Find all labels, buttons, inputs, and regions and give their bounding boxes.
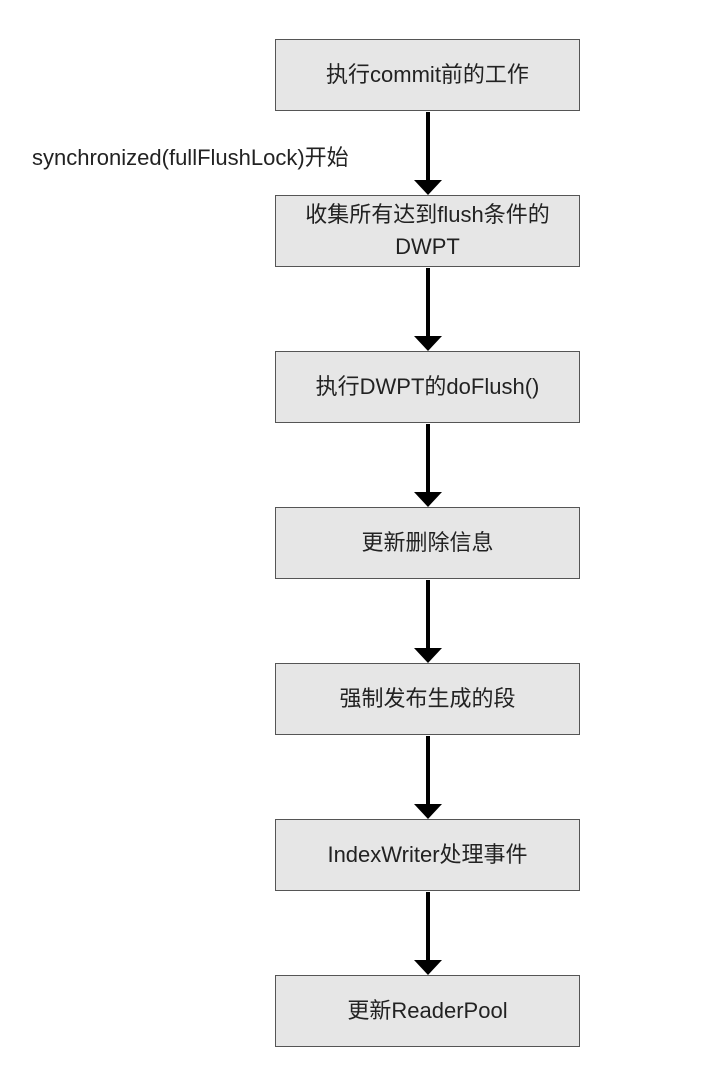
node-label: IndexWriter处理事件	[327, 842, 528, 867]
node-label: 执行DWPT的doFlush()	[315, 374, 540, 399]
edge-n5-n6	[414, 736, 442, 819]
node-update-deletes[interactable]: 更新删除信息	[275, 507, 580, 579]
edge-label-sync-start: synchronized(fullFlushLock)开始	[32, 145, 349, 170]
node-label: 执行commit前的工作	[326, 62, 529, 87]
arrow-head	[414, 336, 442, 351]
node-label: 收集所有达到flush条件的DWPT	[305, 202, 550, 259]
node-update-readerpool[interactable]: 更新ReaderPool	[275, 975, 580, 1047]
node-label: 更新ReaderPool	[347, 998, 508, 1023]
edge-n3-n4	[414, 424, 442, 507]
node-commit-prep[interactable]: 执行commit前的工作	[275, 39, 580, 111]
node-do-flush[interactable]: 执行DWPT的doFlush()	[275, 351, 580, 423]
node-process-events[interactable]: IndexWriter处理事件	[275, 819, 580, 891]
arrow-head	[414, 492, 442, 507]
arrow-head	[414, 804, 442, 819]
arrow-head	[414, 180, 442, 195]
node-collect-dwpt[interactable]: 收集所有达到flush条件的DWPT	[275, 195, 580, 267]
node-label: 更新删除信息	[361, 530, 494, 555]
arrow-head	[414, 960, 442, 975]
edge-n4-n5	[414, 580, 442, 663]
edge-n6-n7	[414, 892, 442, 975]
node-publish-segments[interactable]: 强制发布生成的段	[275, 663, 580, 735]
node-label: 强制发布生成的段	[339, 686, 516, 711]
edge-n2-n3	[414, 268, 442, 351]
edge-n1-n2	[414, 112, 442, 195]
arrow-head	[414, 648, 442, 663]
